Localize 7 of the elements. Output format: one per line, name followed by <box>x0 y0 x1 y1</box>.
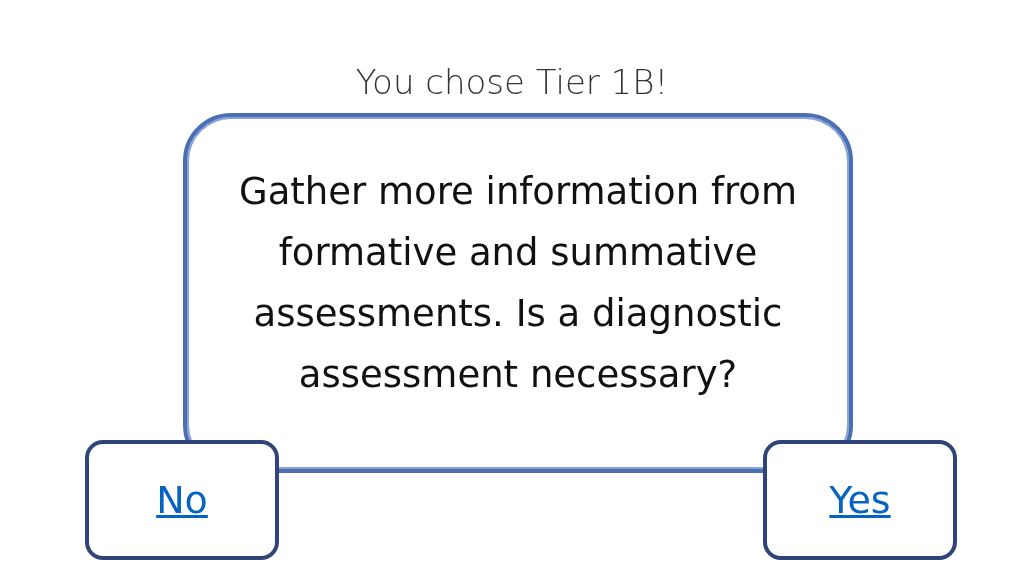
choice-box <box>763 440 957 560</box>
choice-box <box>85 440 279 560</box>
answer-link: Yes <box>829 478 891 522</box>
answer-link: No <box>156 478 208 522</box>
question-text: Gather more information from formative and summative assessments. Is a diagnostic assessment necessary? <box>237 169 799 398</box>
slide-title: You chose Tier 1B! <box>354 62 670 102</box>
question-box <box>183 113 853 473</box>
